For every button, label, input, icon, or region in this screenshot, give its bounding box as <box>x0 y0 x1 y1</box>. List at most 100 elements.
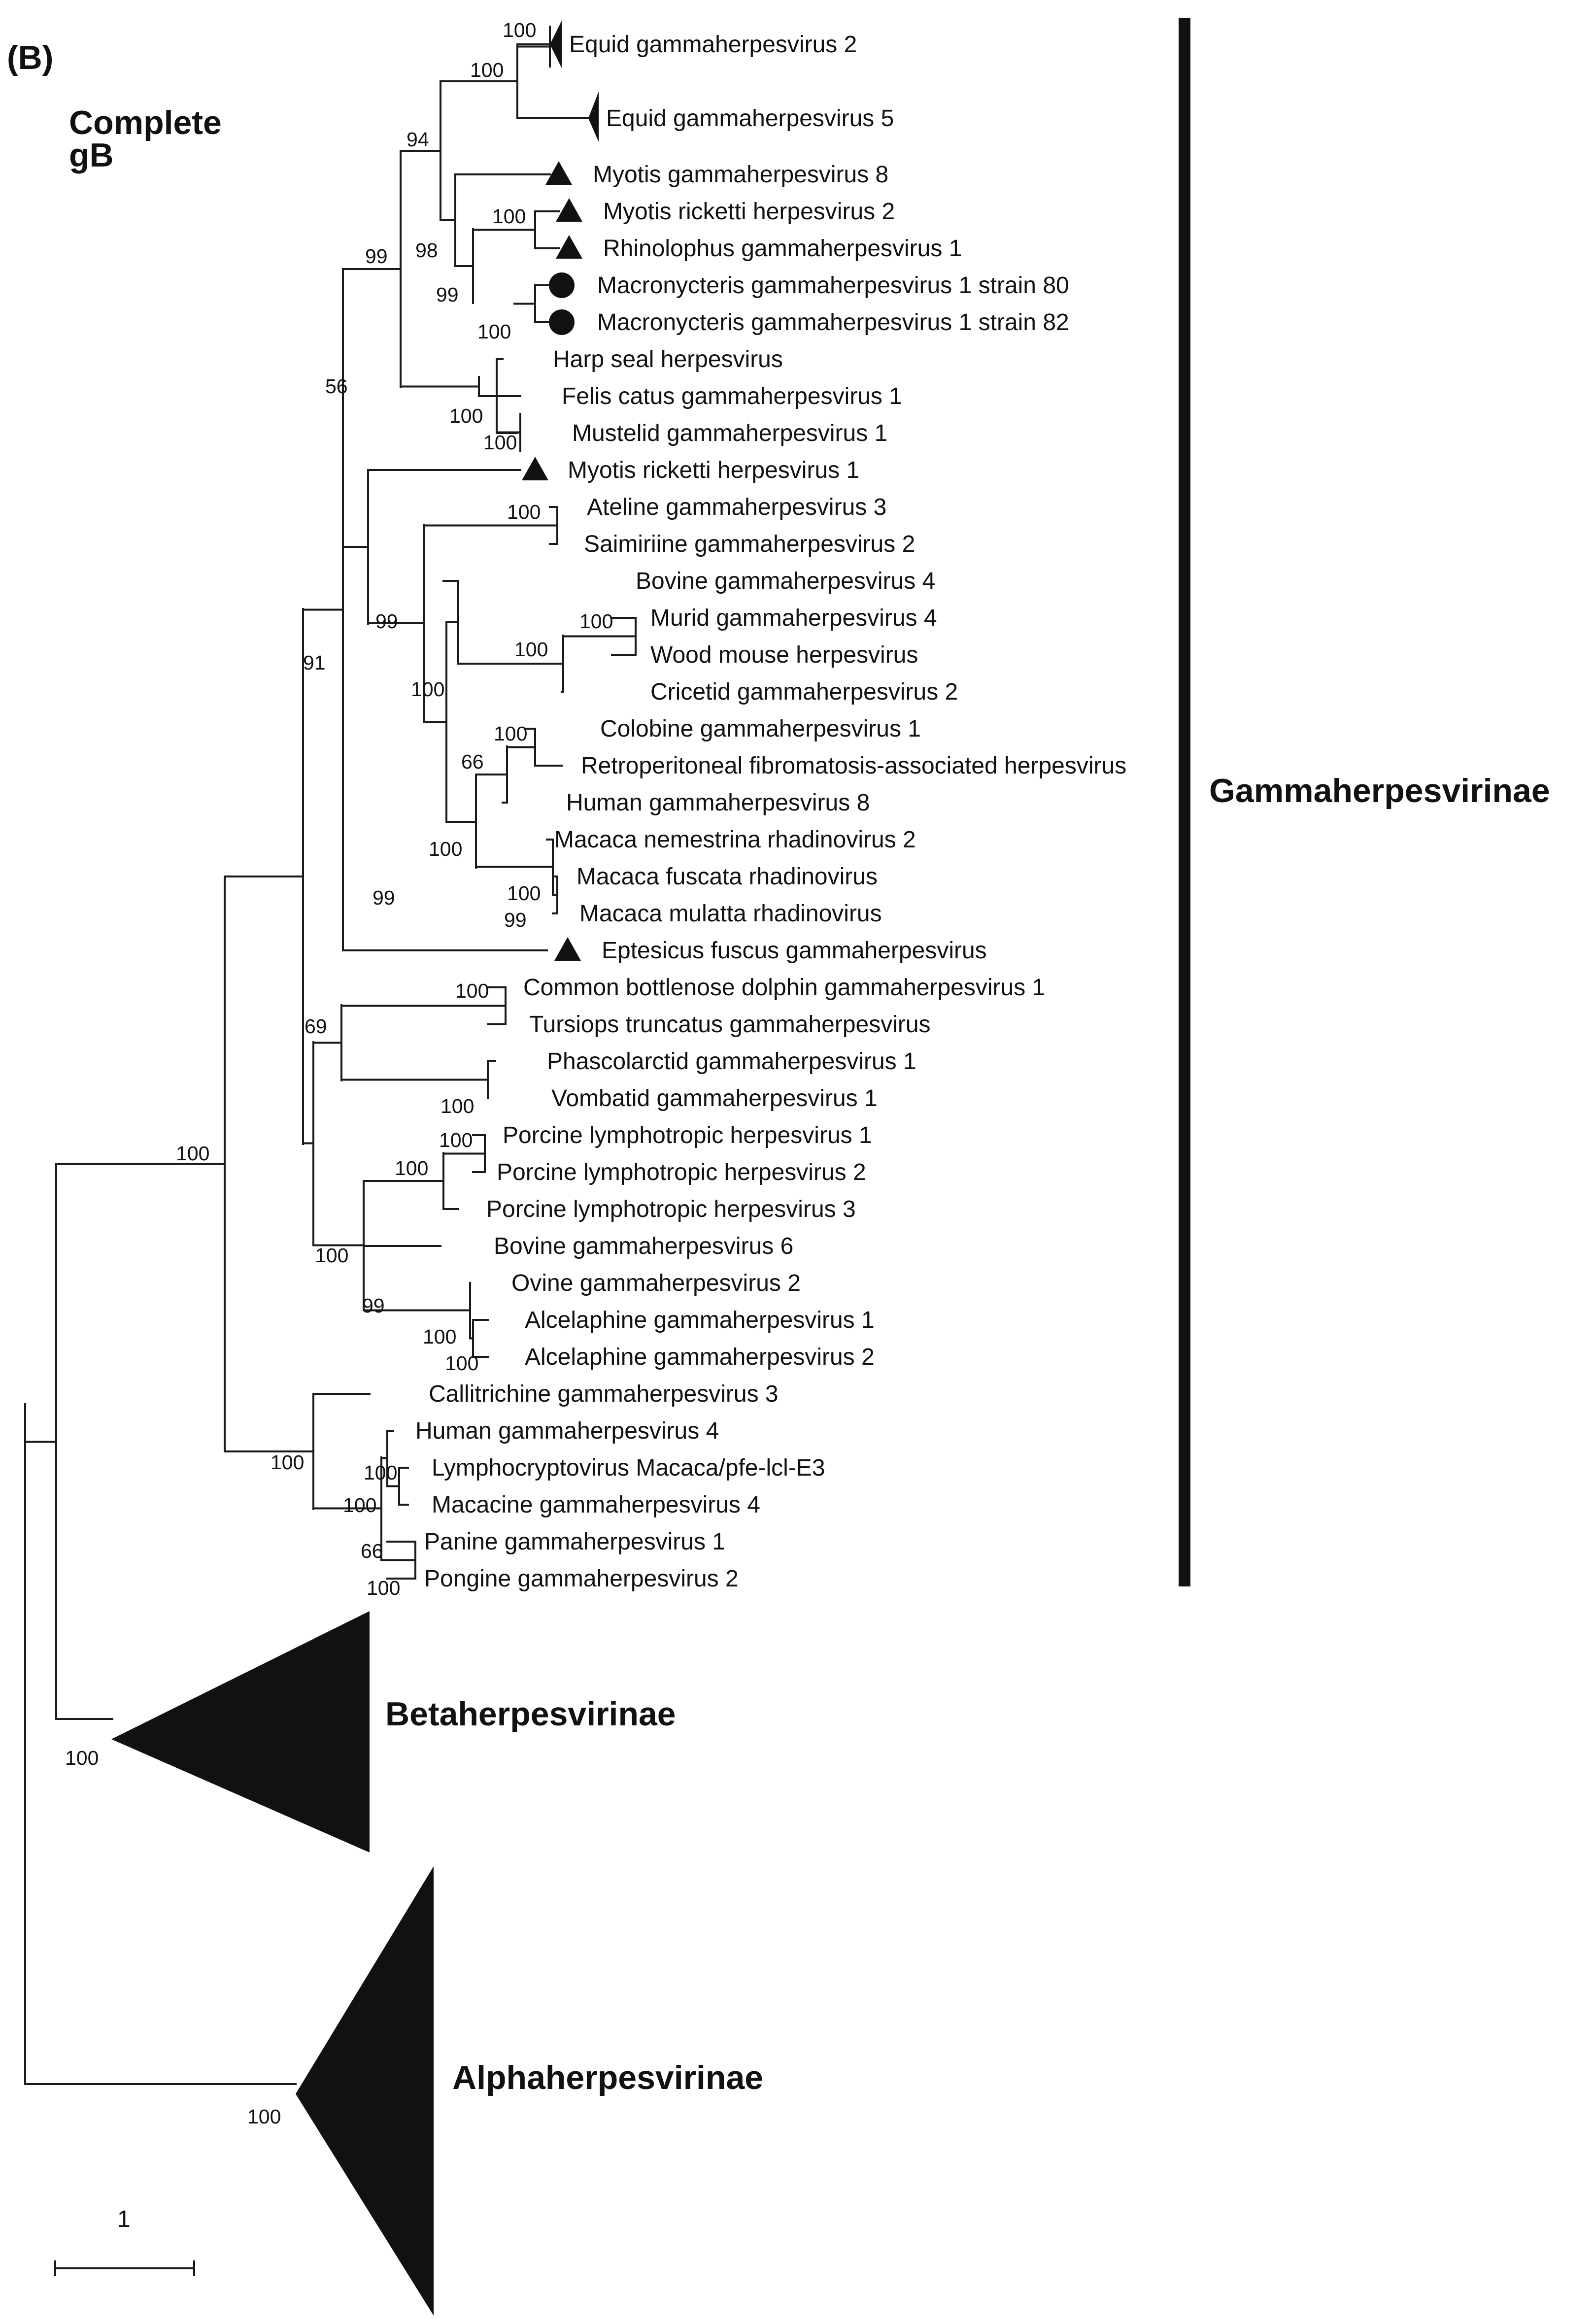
taxon-label: Bovine gammaherpesvirus 6 <box>494 1233 793 1259</box>
circle-marker-icon <box>549 309 575 335</box>
support-value: 100 <box>492 205 526 228</box>
gammaherpesvirinae-label: Gammaherpesvirinae <box>1209 772 1550 809</box>
taxon-label: Alcelaphine gammaherpesvirus 1 <box>525 1307 875 1333</box>
support-value: 66 <box>361 1540 383 1562</box>
betaherpesvirinae-label: Betaherpesvirinae <box>385 1695 676 1733</box>
taxon-label: Equid gammaherpesvirus 2 <box>569 32 857 58</box>
support-value: 69 <box>305 1015 327 1038</box>
taxon-label: Macaca nemestrina rhadinovirus 2 <box>554 827 916 853</box>
scale-bar-label: 1 <box>117 2206 131 2232</box>
support-value: 100 <box>579 610 613 633</box>
equid-5-collapsed-wedge <box>588 92 599 142</box>
alphaherpesvirinae-support: 100 <box>247 2105 281 2128</box>
taxon-markers <box>522 21 599 961</box>
triangle-marker-icon <box>556 198 582 222</box>
support-value: 99 <box>436 283 459 306</box>
support-value: 100 <box>477 320 511 343</box>
taxon-label: Equid gammaherpesvirus 5 <box>606 105 894 132</box>
equid-2-collapsed-wedge <box>550 21 562 68</box>
taxon-label: Mustelid gammaherpesvirus 1 <box>572 420 887 446</box>
panel-label: (B) <box>7 39 53 76</box>
betaherpesvirinae-support: 100 <box>65 1747 99 1769</box>
support-value: 100 <box>364 1461 397 1484</box>
taxon-label: Panine gammaherpesvirus 1 <box>424 1529 725 1555</box>
support-value: 94 <box>407 128 429 151</box>
circle-marker-icon <box>549 272 575 298</box>
taxon-label: Myotis ricketti herpesvirus 2 <box>603 199 895 225</box>
support-value: 100 <box>315 1244 348 1267</box>
alphaherpesvirinae-label: Alphaherpesvirinae <box>452 2059 763 2096</box>
support-value: 98 <box>415 239 438 262</box>
taxon-label: Retroperitoneal fibromatosis-associated … <box>581 753 1126 779</box>
support-value: 100 <box>429 838 462 860</box>
taxon-label: Callitrichine gammaherpesvirus 3 <box>429 1381 779 1407</box>
support-value: 100 <box>445 1352 478 1375</box>
support-value: 100 <box>439 1129 473 1151</box>
taxon-label: Porcine lymphotropic herpesvirus 2 <box>497 1159 866 1185</box>
taxon-label: Vombatid gammaherpesvirus 1 <box>551 1085 878 1111</box>
taxon-label: Macronycteris gammaherpesvirus 1 strain … <box>597 309 1069 336</box>
taxon-label: Porcine lymphotropic herpesvirus 1 <box>503 1122 872 1148</box>
taxon-label: Murid gammaherpesvirus 4 <box>650 605 937 631</box>
taxon-label: Bovine gammaherpesvirus 4 <box>636 568 935 594</box>
taxon-label: Colobine gammaherpesvirus 1 <box>600 716 921 742</box>
support-value: 100 <box>514 638 548 661</box>
taxon-label: Cricetid gammaherpesvirus 2 <box>650 679 958 705</box>
taxon-label: Tursiops truncatus gammaherpesvirus <box>529 1011 931 1038</box>
taxon-label: Macaca mulatta rhadinovirus <box>579 901 882 927</box>
support-value: 100 <box>395 1157 428 1179</box>
support-values: 100 100 94 100 98 99 100 99 100 100 56 100 100 100 100… <box>176 19 613 1599</box>
taxon-labels: Equid gammaherpesvirus 2 Equid gammaherpe… <box>415 32 1126 1592</box>
support-value: 100 <box>271 1451 304 1474</box>
taxon-label: Rhinolophus gammaherpesvirus 1 <box>603 236 962 262</box>
support-value: 99 <box>375 610 398 633</box>
triangle-marker-icon <box>545 161 572 185</box>
support-value: 100 <box>483 431 517 454</box>
support-value: 100 <box>367 1577 400 1599</box>
taxon-label: Wood mouse herpesvirus <box>650 642 918 668</box>
taxon-label: Phascolarctid gammaherpesvirus 1 <box>547 1048 916 1075</box>
support-value: 100 <box>494 722 527 745</box>
taxon-label: Macaca fuscata rhadinovirus <box>576 864 878 890</box>
taxon-label: Saimiriine gammaherpesvirus 2 <box>584 531 915 557</box>
taxon-label: Pongine gammaherpesvirus 2 <box>424 1566 739 1592</box>
taxon-label: Ateline gammaherpesvirus 3 <box>587 494 886 520</box>
support-value: 100 <box>503 19 536 41</box>
support-value: 100 <box>507 501 541 523</box>
support-value: 99 <box>365 245 388 268</box>
betaherpesvirinae-collapsed-triangle <box>111 1611 370 1852</box>
subtitle-line-1: Complete <box>69 104 222 141</box>
alphaherpesvirinae-collapsed-triangle <box>296 1866 434 2316</box>
subtitle-line-2: gB <box>69 136 114 174</box>
taxon-label: Harp seal herpesvirus <box>553 346 783 372</box>
gammaherpesvirinae-clade-bar <box>1179 18 1190 1586</box>
taxon-label: Myotis gammaherpesvirus 8 <box>593 162 888 188</box>
support-value: 100 <box>176 1142 209 1165</box>
support-value: 100 <box>455 979 489 1002</box>
taxon-label: Lymphocryptovirus Macaca/pfe-lcl-E3 <box>432 1455 825 1481</box>
taxon-label: Alcelaphine gammaherpesvirus 2 <box>525 1344 875 1370</box>
support-value: 100 <box>441 1095 474 1117</box>
triangle-marker-icon <box>556 235 582 259</box>
taxon-label: Macacine gammaherpesvirus 4 <box>432 1492 760 1518</box>
triangle-marker-icon <box>522 457 548 480</box>
taxon-label: Ovine gammaherpesvirus 2 <box>511 1270 801 1296</box>
taxon-label: Myotis ricketti herpesvirus 1 <box>568 457 859 483</box>
tree-branches <box>24 26 637 2085</box>
support-value: 100 <box>423 1325 456 1348</box>
triangle-marker-icon <box>554 937 581 961</box>
taxon-label: Felis catus gammaherpesvirus 1 <box>562 383 902 409</box>
taxon-label: Macronycteris gammaherpesvirus 1 strain … <box>597 272 1069 299</box>
support-value: 100 <box>449 404 483 427</box>
taxon-label: Eptesicus fuscus gammaherpesvirus <box>602 938 987 964</box>
support-value: 56 <box>325 375 348 398</box>
support-value: 99 <box>373 886 395 909</box>
support-value: 66 <box>461 750 484 773</box>
support-value: 100 <box>507 882 541 905</box>
taxon-label: Common bottlenose dolphin gammaherpesvir… <box>523 975 1045 1001</box>
support-value: 100 <box>470 59 504 81</box>
support-value: 99 <box>362 1294 385 1317</box>
support-value: 91 <box>303 651 326 674</box>
support-value: 100 <box>411 678 444 701</box>
